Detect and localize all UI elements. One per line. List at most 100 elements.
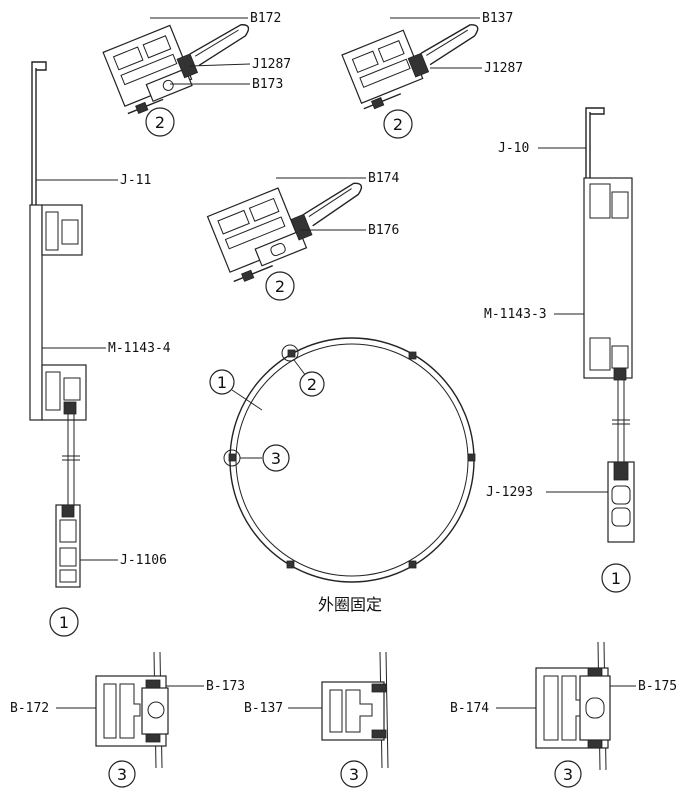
j1293-slot [611,507,631,527]
hole [147,701,165,719]
detail-2-a: B172 J1287 B173 2 [102,11,291,137]
marker-1-left-text: 1 [59,613,69,632]
profile-slot [120,53,178,86]
ring-plan: 1 2 3 外圈固定 [209,337,476,614]
detail-3-a: B-172 B-173 3 [10,651,245,788]
marker-2-ring-text: 2 [307,375,317,394]
glass-edge [233,265,273,283]
marker-2-b-text: 2 [393,115,403,134]
profile-slot [112,46,144,71]
marker-2-a-text: 2 [155,113,165,132]
marker-3-a [108,760,136,788]
gasket-bottom [145,733,161,743]
gasket-bottom [587,739,603,749]
profile-b172 [102,24,193,107]
slot [345,689,373,733]
ring-clip [467,453,476,462]
mullion-slot [63,377,81,401]
label-b-172: B-172 [10,701,49,716]
profile-slot [248,197,280,222]
j1106-gasket [61,504,75,518]
label-b-175: B-175 [638,679,677,694]
label-j11: J-11 [120,173,151,188]
ring-clip [287,349,296,358]
label-b173: B173 [252,77,283,92]
clip-inner [308,188,352,217]
marker-2-c [265,271,295,301]
label-b-137: B-137 [244,701,283,716]
j1293-slot [611,485,631,505]
slot [329,689,343,733]
ring-clip [408,560,417,569]
left-vertical-section: J-11 M-1143-4 J-1106 1 [29,61,171,637]
j1106-slot [59,547,77,567]
clip-loop [420,24,479,66]
marker-3-b [340,760,368,788]
clip-inner [426,29,469,56]
marker-2-b [383,109,413,139]
gasket-top [587,667,603,677]
mullion-m1143-4 [29,204,43,421]
label-j1106: J-1106 [120,553,167,568]
leader-ring-1 [231,389,263,411]
gasket-j1287 [176,53,199,79]
profile-slot [351,50,379,74]
label-j1293: J-1293 [486,485,533,500]
ring-clip [408,351,417,360]
profile-b173 [145,68,193,103]
leader-j1287-a [189,63,251,67]
slot [119,683,141,739]
marker-3-c-text: 3 [563,765,573,784]
label-b-174: B-174 [450,701,489,716]
label-b137: B137 [482,11,513,26]
gasket-top [145,679,161,689]
glass-line [385,651,389,769]
detail-2-c: B174 B176 2 [206,171,399,301]
marker-2-ring [299,371,325,397]
marker-1-right-text: 1 [611,569,621,588]
label-m1143-3: M-1143-3 [484,307,547,322]
label-j10: J-10 [498,141,529,156]
profile-slot [217,209,250,235]
marker-3-ring-text: 3 [271,449,281,468]
marker-2-a [145,107,175,137]
glass-block [241,269,255,282]
clip-loop [303,182,363,227]
mullion-m1143-3 [583,177,633,379]
profile-b137 [341,29,424,104]
profile-hole [162,79,174,91]
gasket [290,213,313,241]
j1293-gasket [613,461,629,481]
mullion-slot [61,219,79,245]
mullion-slot [611,191,629,219]
ring-clip [286,560,295,569]
hole [585,697,605,719]
fin-top [31,61,47,71]
profile-slot [142,35,172,59]
profile-b176 [254,230,308,267]
mullion-slot [45,211,59,251]
profile-b-175 [579,675,611,741]
marker-1-right [601,563,631,593]
mullion-foot [41,364,87,421]
marker-1-ring-text: 1 [217,373,227,392]
ring-caption: 外圈固定 [318,595,382,614]
profile-slot [359,58,411,88]
mullion-slot [589,337,611,371]
gasket-top [371,683,387,693]
label-b176: B176 [368,223,399,238]
j1106-slot [59,519,77,543]
label-b172: B172 [250,11,281,26]
mullion-slot [589,183,611,219]
label-j1287-a: J1287 [252,57,291,72]
slot [103,683,117,739]
marker-3-b-text: 3 [349,765,359,784]
clip-inner [194,29,239,57]
marker-2-c-text: 2 [275,277,285,296]
marker-3-ring [262,444,290,472]
j1106-slot [59,569,77,583]
detail-2-b: B137 J1287 2 [341,11,523,139]
mullion-head [41,204,83,256]
mullion-gasket [613,367,627,381]
